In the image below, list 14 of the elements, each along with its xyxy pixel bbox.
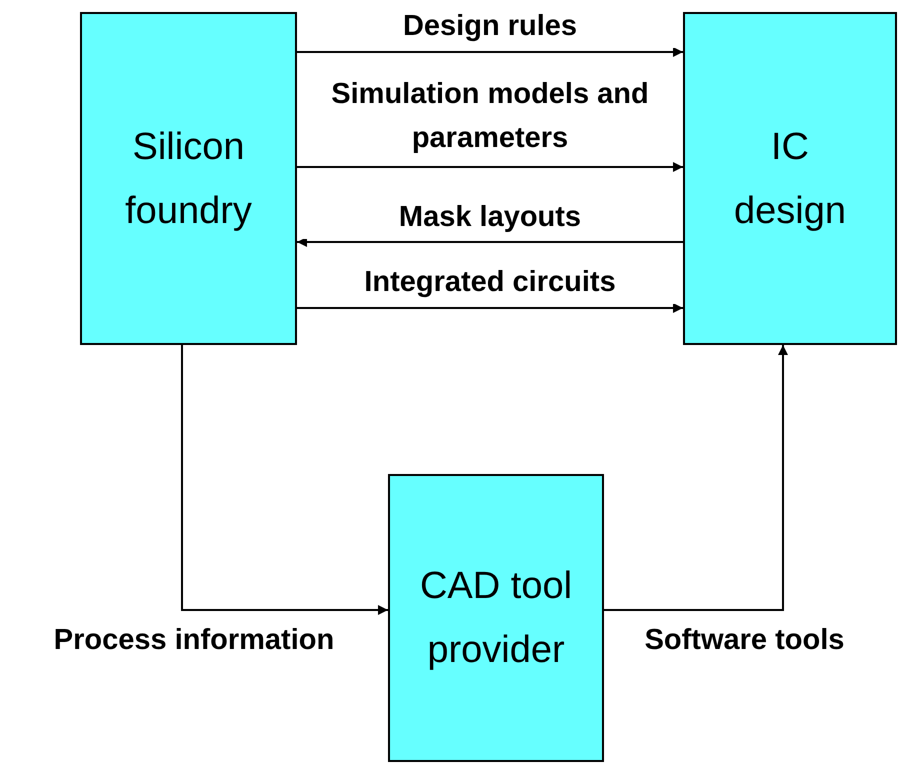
process-box: [80, 12, 297, 345]
box-label: IC design: [733, 124, 847, 234]
arrow: [297, 162, 683, 172]
box-label: CAD tool provider: [418, 564, 574, 673]
box-label: Silicon foundry: [124, 124, 253, 234]
arrow: [604, 345, 788, 611]
edge-label: Process information: [52, 623, 336, 658]
arrow: [297, 47, 683, 57]
edge-label: Software tools: [644, 623, 846, 658]
arrow: [181, 345, 388, 615]
process-box: [683, 12, 897, 345]
arrow: [297, 303, 683, 313]
arrow: [297, 237, 683, 247]
process-box: [388, 474, 604, 762]
